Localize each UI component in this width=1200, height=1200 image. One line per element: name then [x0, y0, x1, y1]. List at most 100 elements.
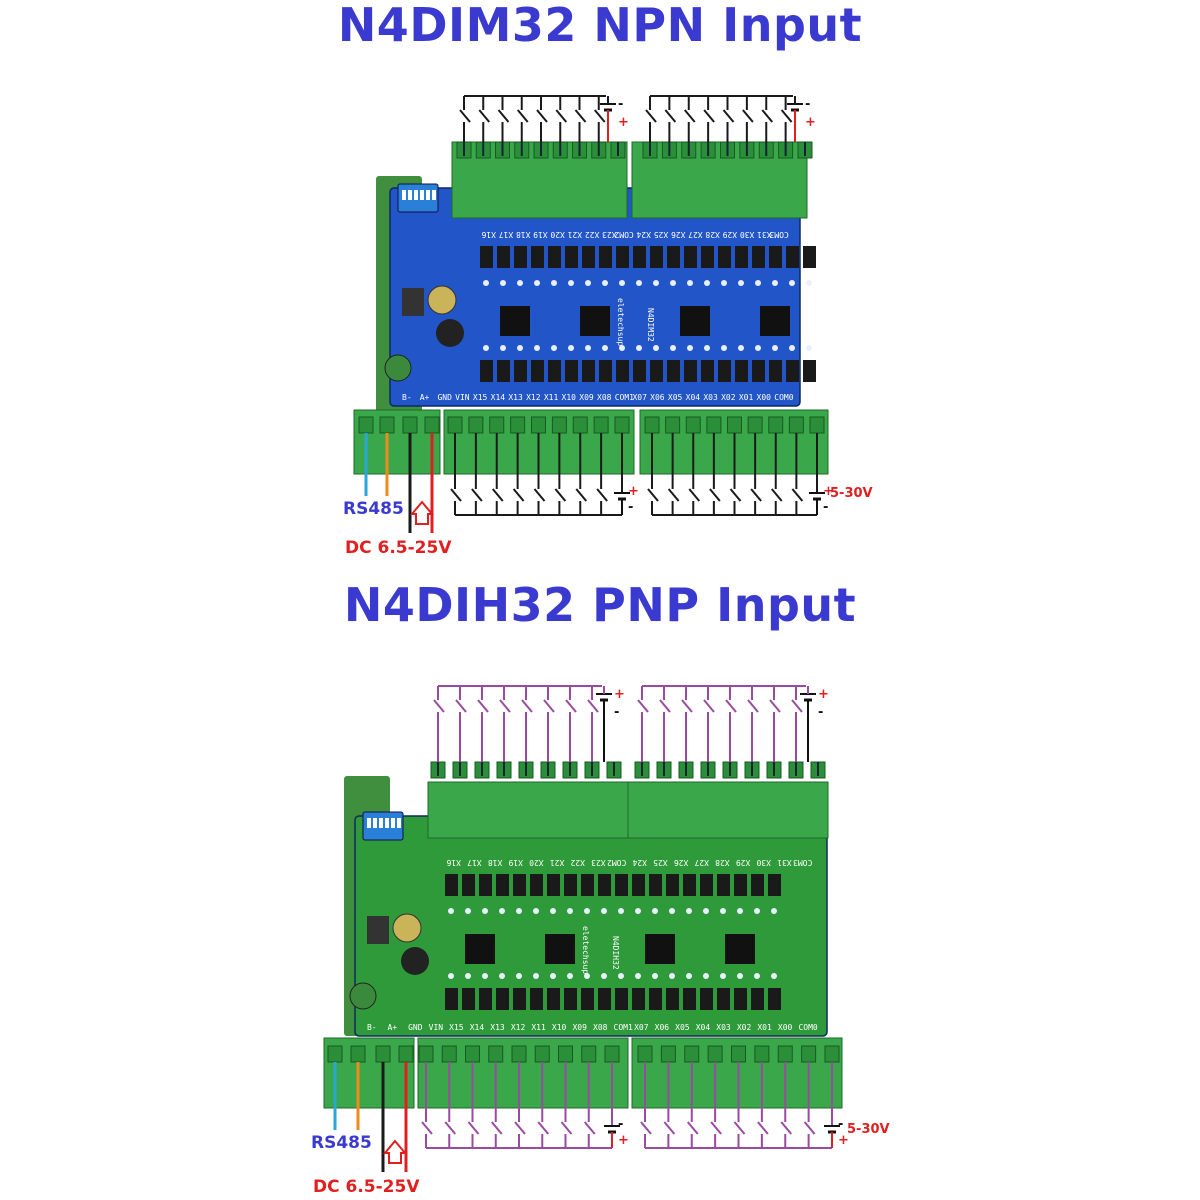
npn-optocoupler: [531, 360, 544, 382]
npn-led: [687, 280, 693, 286]
npn-optocoupler: [497, 246, 510, 268]
pnp-led: [550, 908, 556, 914]
pnp-led: [499, 973, 505, 979]
pnp-led: [448, 973, 454, 979]
pnp-switch: [703, 699, 715, 713]
pnp-top-terminal-label: X27: [694, 858, 709, 867]
npn-bottom-screw: [510, 416, 526, 434]
npn-bottom-terminal-label: X05: [668, 393, 683, 402]
pnp-led: [550, 973, 556, 979]
pnp-power-screw: [350, 1045, 366, 1063]
pnp-top-terminal-label: X24: [632, 858, 647, 867]
pnp-bottom-terminal-label: X06: [655, 1023, 670, 1032]
npn-led: [687, 345, 693, 351]
npn-optocoupler: [684, 246, 697, 268]
pnp-ic-chip: [725, 934, 755, 964]
npn-led: [721, 345, 727, 351]
npn-optocoupler: [616, 360, 629, 382]
npn-top-terminal-label: X17: [499, 230, 514, 239]
npn-brand: eletechsup: [616, 298, 625, 346]
npn-ic-chip: [680, 306, 710, 336]
pnp-top-terminal-label: X17: [467, 858, 482, 867]
pnp-bottom-screw: [824, 1045, 840, 1063]
pnp-optocoupler: [564, 988, 577, 1010]
pnp-switch: [710, 1121, 722, 1135]
pnp-optocoupler: [513, 874, 526, 896]
pnp-optocoupler: [479, 874, 492, 896]
pnp-top-terminal-label: X22: [570, 858, 585, 867]
npn-switch: [593, 109, 606, 123]
pnp-optocoupler: [700, 988, 713, 1010]
npn-switch: [729, 488, 742, 502]
npn-bottom-terminal-label: X02: [721, 393, 736, 402]
npn-bottom-terminal-label: X03: [703, 393, 718, 402]
npn-switch: [596, 488, 608, 502]
npn-top-terminal-label: X21: [567, 230, 582, 239]
npn-power-screw: [402, 416, 418, 434]
pnp-title: N4DIH32 PNP Input: [343, 578, 857, 632]
npn-ic-chip: [500, 306, 530, 336]
npn-led: [585, 280, 591, 286]
npn-switch: [459, 109, 471, 123]
pnp-bottom-terminal-label: X08: [593, 1023, 608, 1032]
pnp-switch: [791, 699, 803, 713]
npn-led: [585, 345, 591, 351]
pnp-top-terminal-label: X26: [674, 858, 689, 867]
npn-optocoupler: [667, 246, 680, 268]
npn-switch: [742, 109, 754, 123]
npn-optocoupler: [752, 246, 765, 268]
pnp-top-terminal-block: [627, 781, 829, 839]
pnp-top-terminal-label: X25: [653, 858, 668, 867]
pnp-bottom-screw: [637, 1045, 653, 1063]
npn-switch: [703, 109, 715, 123]
npn-top-terminal-label: X28: [705, 230, 720, 239]
pnp-bottom-terminal-label: COM0: [798, 1023, 817, 1032]
pnp-led: [771, 908, 777, 914]
npn-bottom-terminal-label: X01: [739, 393, 754, 402]
pnp-led: [584, 973, 590, 979]
npn-bottom-terminal-label: X00: [757, 393, 772, 402]
npn-top-terminal-label: COM3: [769, 230, 788, 239]
pnp-ic-chip: [545, 934, 575, 964]
npn-switch: [554, 488, 567, 502]
pnp-led: [482, 908, 488, 914]
npn-optocoupler: [514, 360, 527, 382]
pnp-switch: [421, 1121, 433, 1135]
pnp-bottom-terminal-label: X15: [449, 1023, 464, 1032]
npn-dc-power-label: DC 6.5-25V: [345, 538, 452, 558]
pnp-dip-lever: [391, 818, 395, 828]
pnp-led: [516, 973, 522, 979]
pnp-led: [635, 973, 641, 979]
npn-optocoupler: [565, 360, 578, 382]
pnp-led: [601, 973, 607, 979]
pnp-led: [686, 973, 692, 979]
pnp-led: [567, 908, 573, 914]
npn-top-terminal-label: X30: [740, 230, 755, 239]
pnp-led: [703, 973, 709, 979]
pnp-optocoupler: [513, 988, 526, 1010]
npn-switch: [645, 109, 657, 123]
pnp-optocoupler: [666, 874, 679, 896]
pnp-top-terminal-block: [427, 781, 629, 839]
npn-switch: [533, 488, 546, 502]
pnp-optocoupler: [700, 874, 713, 896]
npn-optocoupler: [633, 246, 646, 268]
pnp-led: [754, 973, 760, 979]
pnp-led: [584, 908, 590, 914]
npn-top-terminal-label: X23: [602, 230, 617, 239]
pnp-optocoupler: [547, 874, 560, 896]
pnp-regulator: [367, 916, 389, 944]
npn-battery-sign: +: [823, 484, 834, 499]
npn-top-terminal-label: X20: [550, 230, 565, 239]
pnp-optocoupler: [581, 874, 594, 896]
npn-switch: [450, 488, 462, 502]
npn-regulator: [402, 288, 424, 316]
pnp-optocoupler: [598, 874, 611, 896]
npn-bottom-screw: [551, 416, 567, 434]
pnp-optocoupler: [445, 988, 458, 1010]
npn-top-terminal-label: X27: [688, 230, 703, 239]
pnp-bottom-terminal-label: X09: [572, 1023, 587, 1032]
pnp-ic-chip: [645, 934, 675, 964]
pnp-dip-lever: [373, 818, 377, 828]
